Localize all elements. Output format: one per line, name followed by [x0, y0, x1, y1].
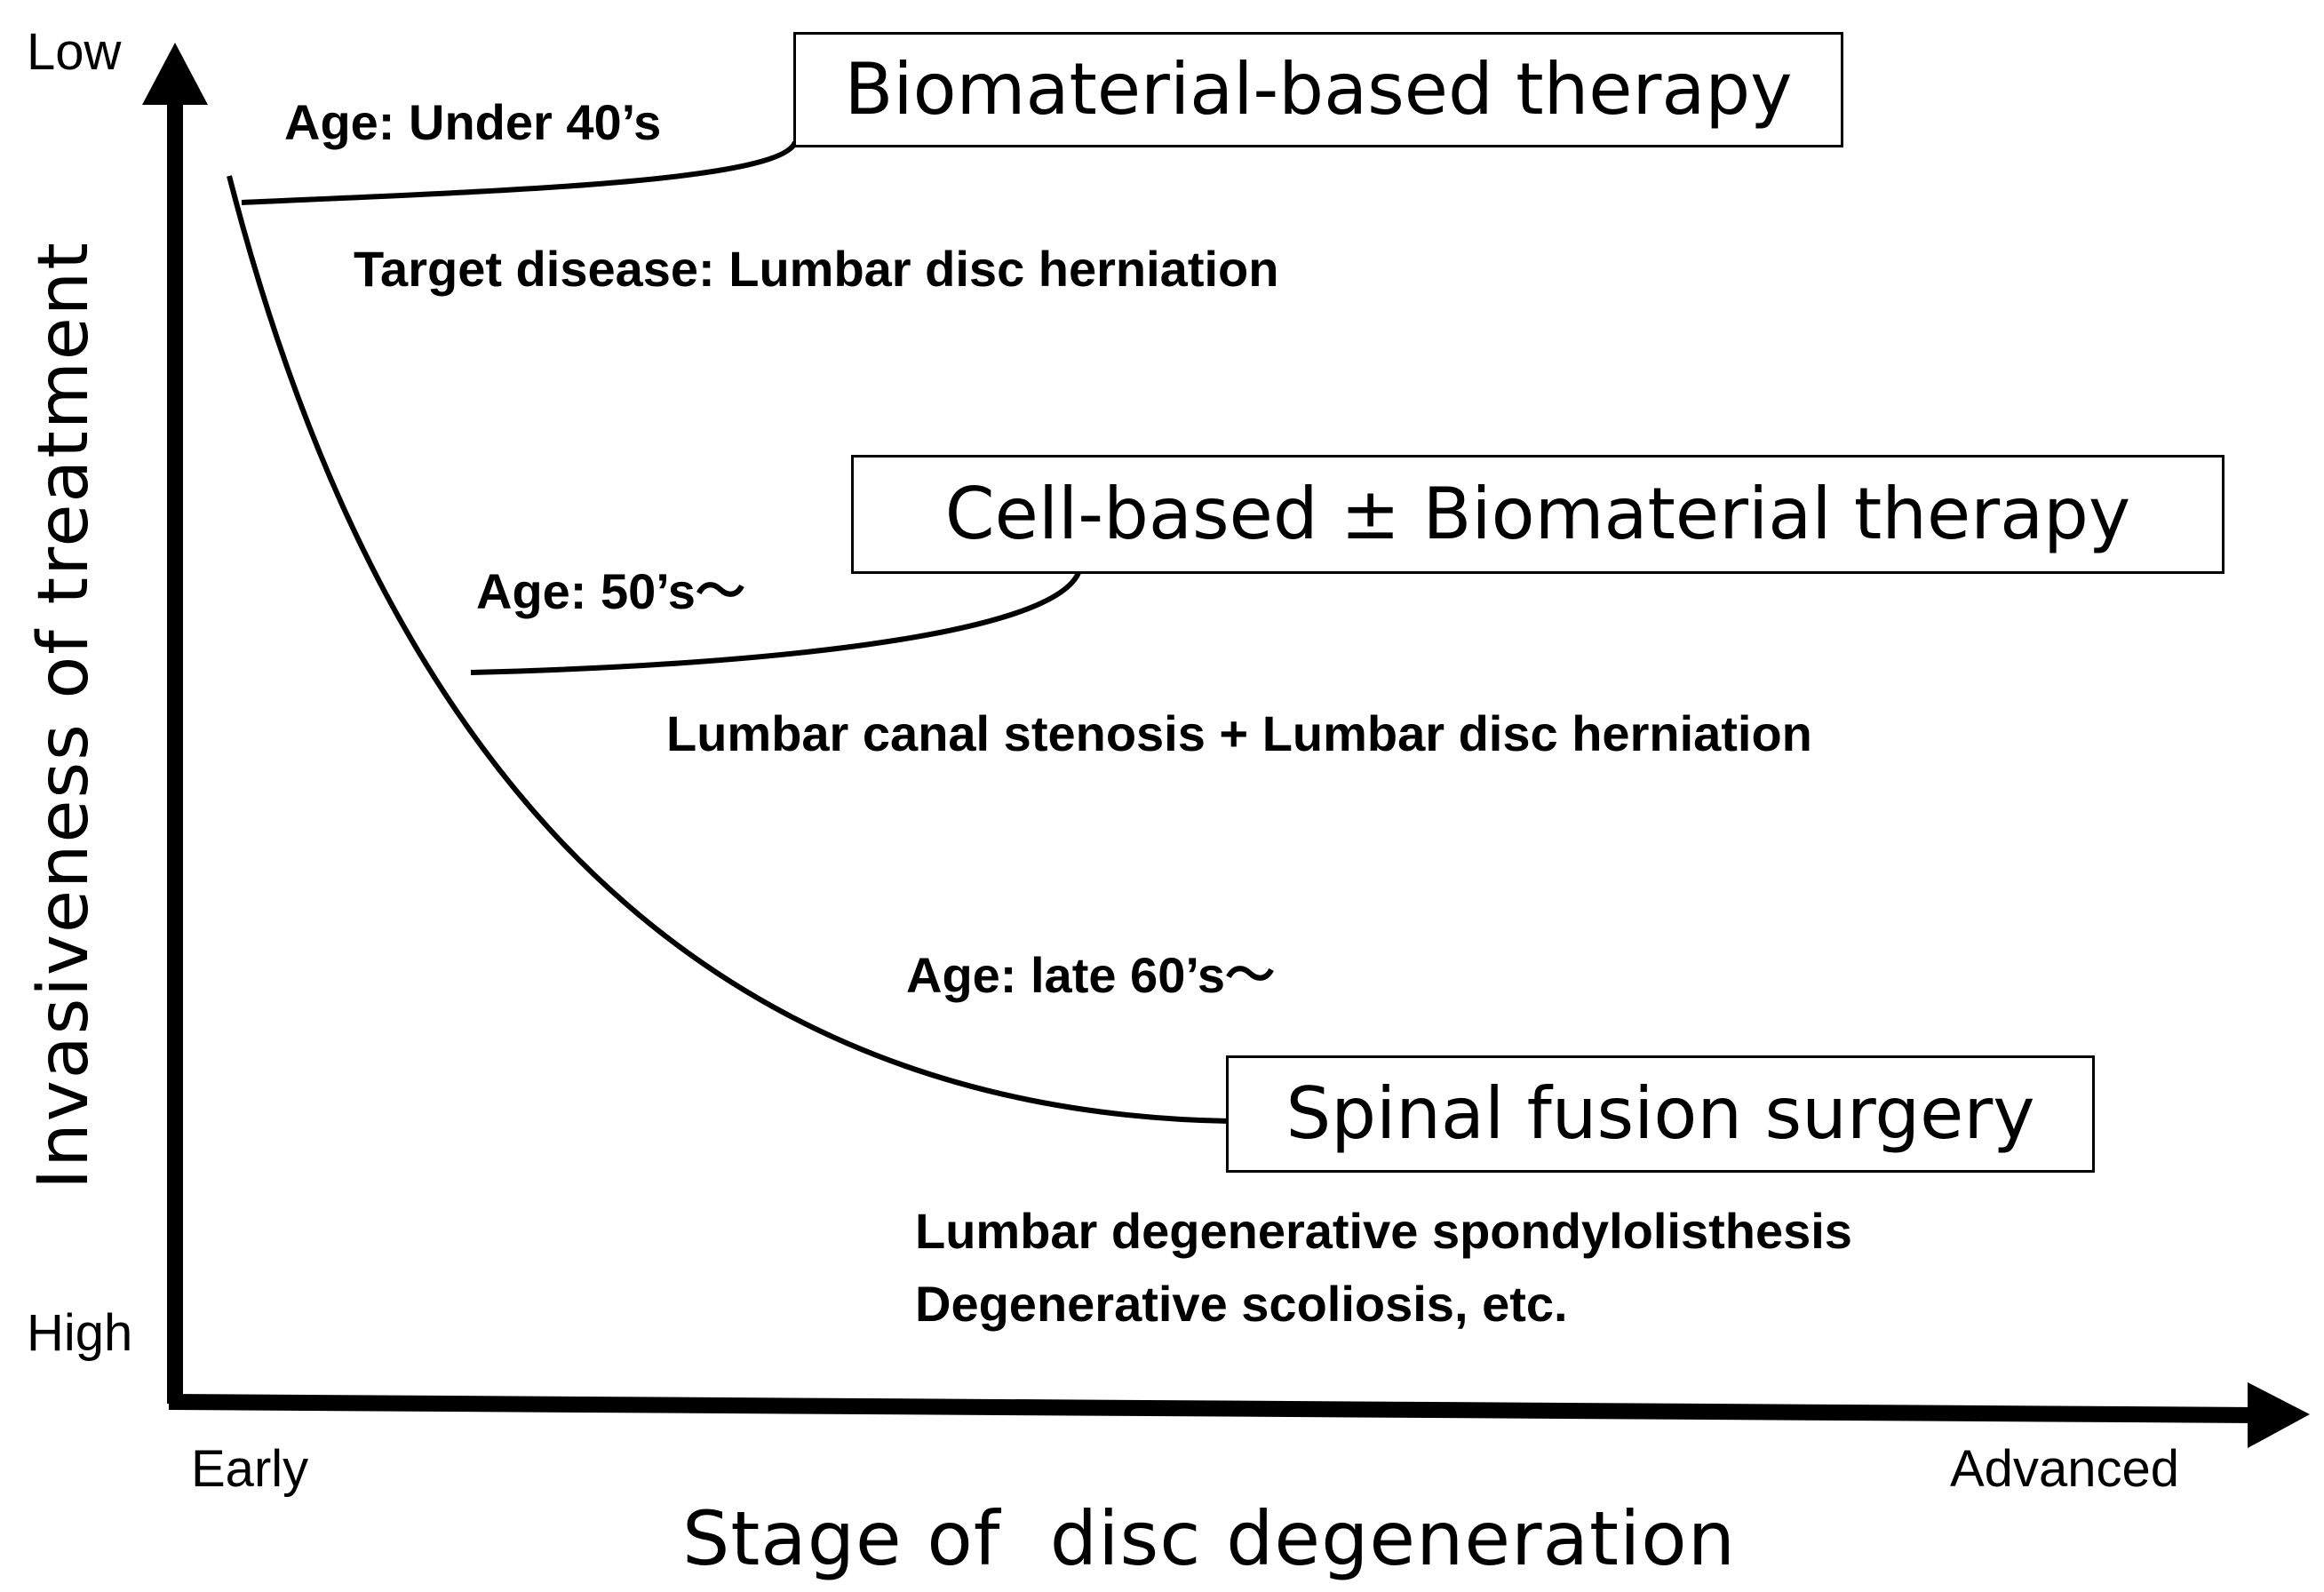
biomaterial-disease-label: Target disease: Lumbar disc herniation	[354, 241, 1279, 297]
branch-biomaterial	[241, 140, 798, 205]
y-axis-high-label: High	[27, 1304, 133, 1362]
y-axis-low-label: Low	[27, 23, 122, 81]
biomaterial-therapy-label: Biomaterial-based therapy	[844, 48, 1793, 131]
spinal-fusion-disease-line-1: Lumbar degenerative spondylolisthesis	[915, 1203, 1852, 1259]
y-axis-arrowhead	[142, 43, 208, 105]
x-axis-advanced-label: Advanced	[1950, 1440, 2179, 1498]
x-axis-line	[168, 1394, 2264, 1423]
spinal-fusion-box: Spinal fusion surgery	[1226, 1055, 2095, 1173]
biomaterial-age-label: Age: Under 40’s	[284, 94, 662, 150]
cell-based-therapy-box: Cell-based ± Biomaterial therapy	[851, 455, 2225, 574]
main-curve	[227, 175, 1231, 1124]
spinal-fusion-label: Spinal fusion surgery	[1285, 1072, 2035, 1155]
x-axis-arrowhead	[2248, 1382, 2310, 1448]
cell-based-therapy-label: Cell-based ± Biomaterial therapy	[944, 473, 2131, 555]
x-axis-title: Stage of disc degeneration	[682, 1495, 1736, 1582]
branch-cell-based	[470, 569, 1082, 675]
biomaterial-therapy-box: Biomaterial-based therapy	[793, 32, 1843, 147]
x-axis-early-label: Early	[191, 1440, 309, 1498]
spinal-fusion-disease-line-2: Degenerative scoliosis, etc.	[915, 1276, 1568, 1332]
y-axis-title: Invasiveness of treatment	[24, 241, 104, 1190]
spinal-fusion-age-label: Age: late 60’s～	[906, 947, 1275, 1003]
cell-based-age-label: Age: 50’s～	[476, 563, 745, 619]
cell-based-disease-label: Lumbar canal stenosis + Lumbar disc hern…	[666, 705, 1812, 761]
